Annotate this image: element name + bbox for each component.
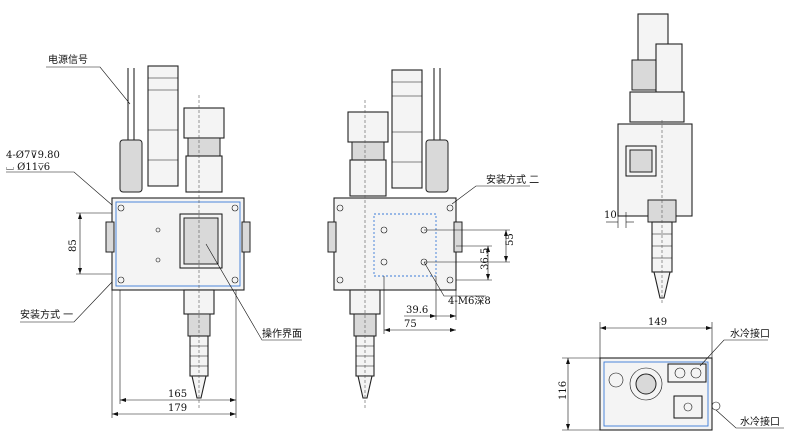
dim-85: 85	[68, 239, 79, 252]
mount-method-2-label: 安装方式 二	[486, 173, 539, 186]
hole-spec-label-2: ⌴ Ø11⊽6	[6, 162, 50, 173]
thread-spec-label: 4-M6深8	[448, 295, 491, 307]
power-signal-label: 电源信号	[48, 53, 88, 66]
water-inlet-label-2: 水冷接口	[740, 415, 780, 428]
dim-39-6: 39.6	[406, 305, 428, 316]
side-view: 10	[604, 13, 693, 304]
dim-149: 149	[648, 317, 667, 328]
dim-179: 179	[168, 403, 187, 414]
mount-method-1-label: 安装方式 一	[20, 308, 73, 321]
water-inlet-label-1: 水冷接口	[730, 327, 770, 340]
operation-interface-label: 操作界面	[262, 327, 302, 340]
dim-36-5: 36.5	[480, 248, 491, 270]
top-view: 149 116 水冷接口 水冷接口	[558, 317, 784, 431]
dim-55: 55	[505, 233, 516, 246]
back-view: 安装方式 二 55 36.5 4-M6深8 39.6 75	[327, 68, 539, 410]
front-view: 电源信号 4-Ø7⊽9.80 ⌴ Ø11⊽6 安装方式 一 操作界面 85 16…	[6, 53, 302, 418]
dim-116: 116	[558, 381, 569, 400]
hole-spec-label-1: 4-Ø7⊽9.80	[6, 150, 60, 161]
dim-165: 165	[168, 389, 187, 400]
dim-10: 10	[604, 210, 617, 221]
dim-75: 75	[404, 319, 417, 330]
